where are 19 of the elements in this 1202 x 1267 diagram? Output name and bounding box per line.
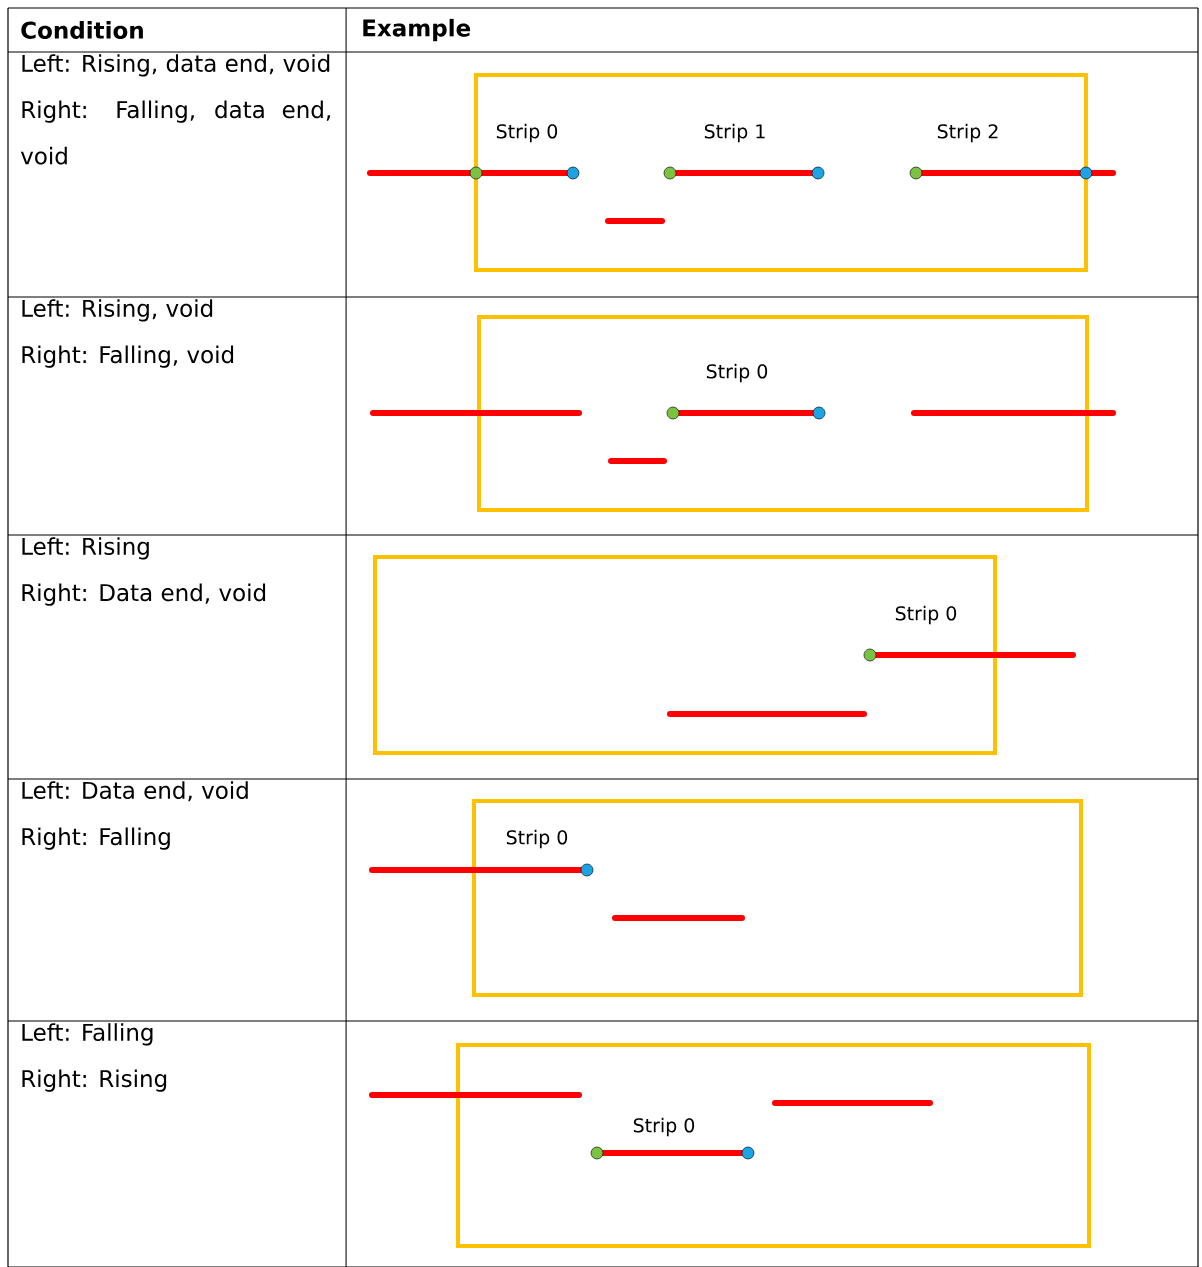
strip-label: Strip 1 [704, 123, 765, 143]
condition-text: Right: Rising [22, 1069, 167, 1092]
condition-text: Left: Rising [22, 537, 149, 560]
condition-text: Right: Data end, void [22, 583, 266, 606]
strip-label: Strip 2 [937, 123, 998, 143]
strip-label: Strip 0 [706, 363, 768, 383]
condition-text: Left: Rising, data end, void [22, 54, 330, 77]
column-header: Example [363, 18, 471, 42]
strip-label: Strip 0 [633, 1117, 695, 1137]
column-header: Condition [21, 21, 143, 39]
condition-text: Right: Falling, data end, void [20, 100, 330, 165]
condition-text: Left: Falling [22, 1023, 153, 1046]
strip-label: Strip 0 [895, 605, 957, 625]
condition-text: Left: Data end, void [22, 781, 248, 802]
strip-label: Strip 0 [506, 829, 568, 849]
condition-text: Left: Rising, void [22, 299, 213, 322]
strip-label: Strip 0 [496, 123, 558, 143]
condition-text: Right: Falling, void [22, 345, 234, 368]
condition-text: Right: Falling [22, 827, 170, 850]
